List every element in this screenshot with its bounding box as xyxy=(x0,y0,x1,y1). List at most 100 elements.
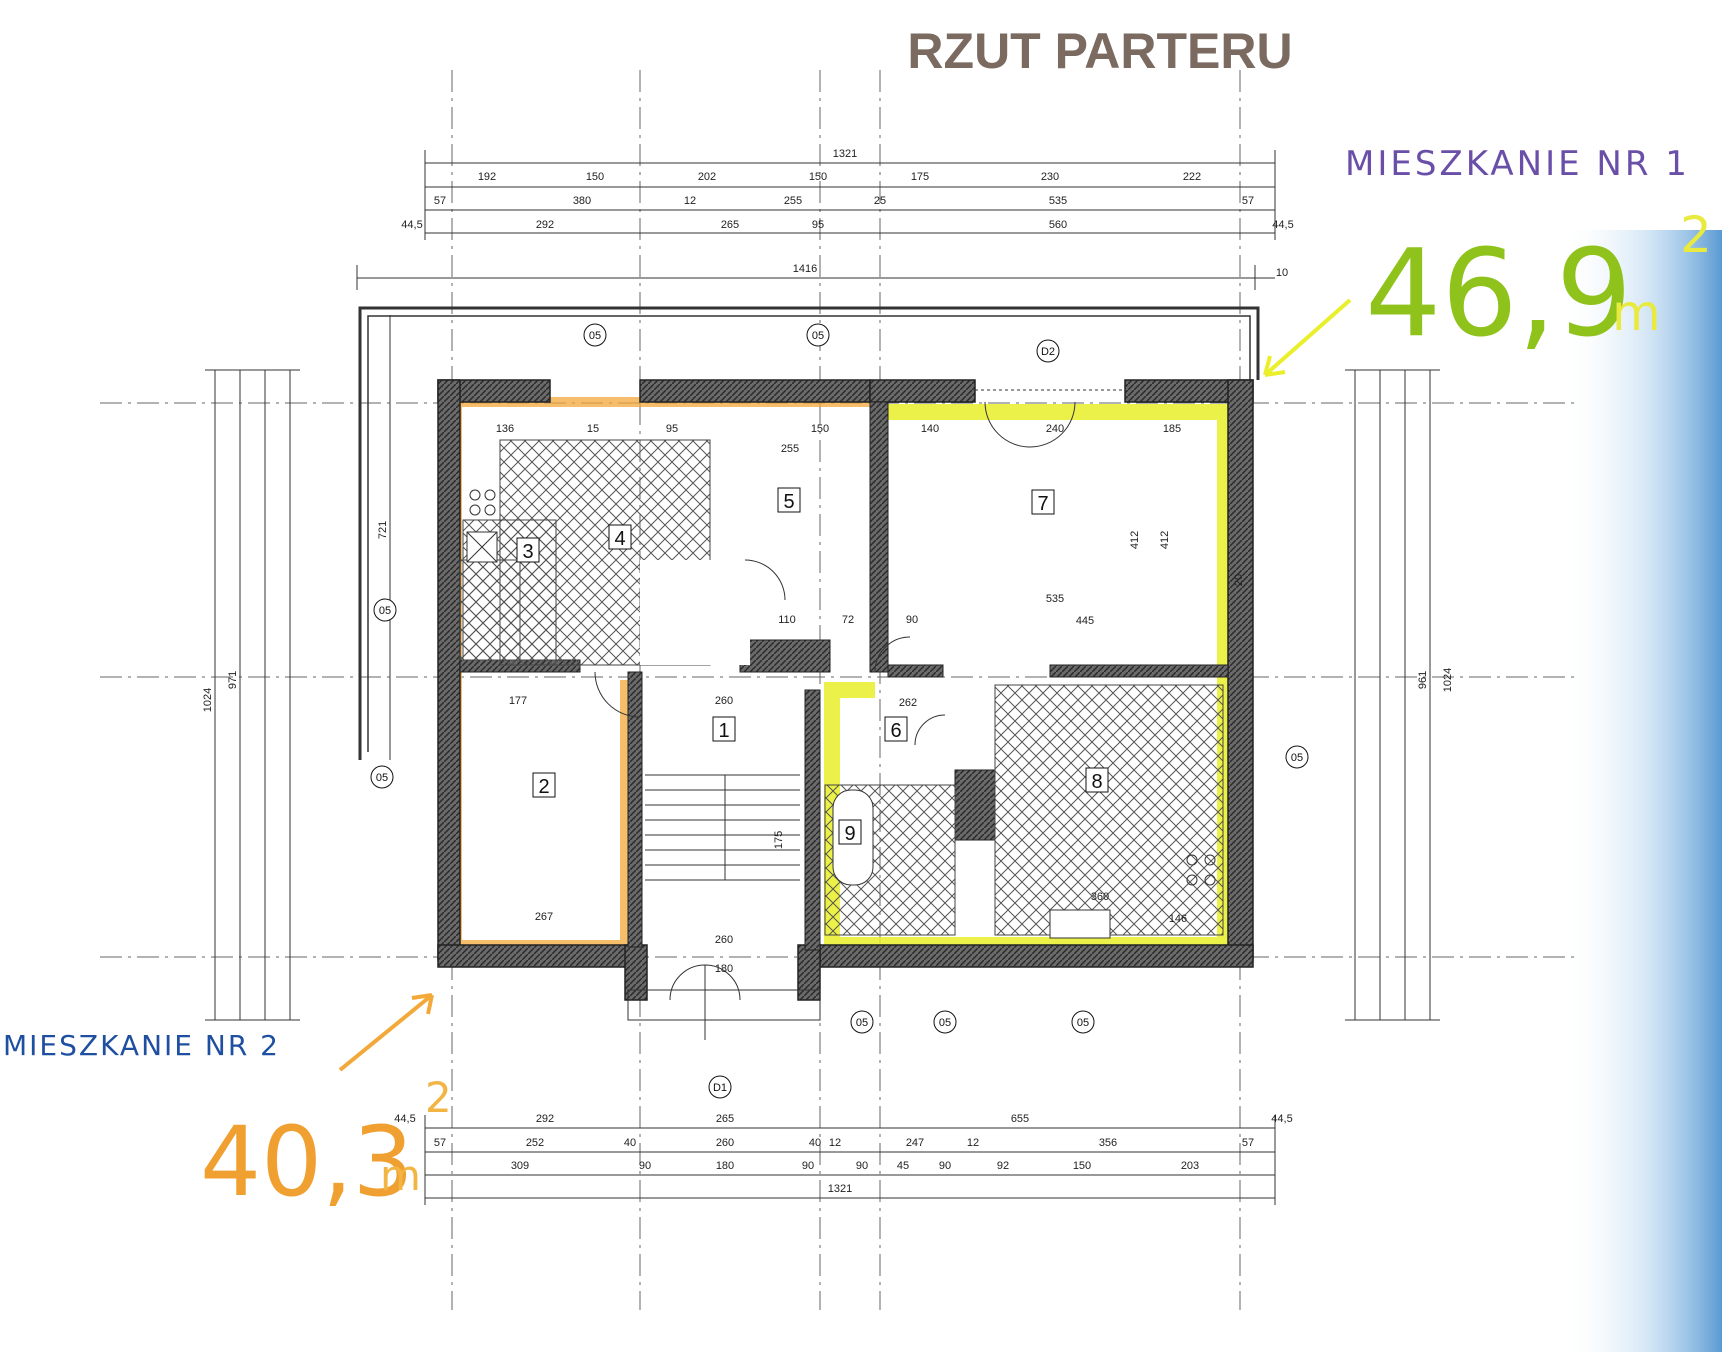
svg-text:445: 445 xyxy=(1076,615,1094,627)
apartment-2-area-value: 40,3 xyxy=(200,1106,414,1218)
room-label-2: 2 xyxy=(538,776,549,798)
room-label-9: 9 xyxy=(844,823,855,845)
svg-text:175: 175 xyxy=(911,171,929,183)
room-label-7: 7 xyxy=(1037,493,1048,515)
svg-text:05: 05 xyxy=(856,1017,868,1029)
svg-text:44,5: 44,5 xyxy=(394,1113,415,1125)
svg-text:44,5: 44,5 xyxy=(1271,1113,1292,1125)
svg-text:1024: 1024 xyxy=(202,688,214,712)
svg-text:1024: 1024 xyxy=(1442,668,1454,692)
dimension-texts-bottom: 44,5 292 265 655 44,5 57 252 40 260 40 1… xyxy=(394,1113,1292,1195)
svg-text:D2: D2 xyxy=(1041,346,1055,358)
apartment-2-label: MIESZKANIE NR 2 xyxy=(3,1029,280,1062)
svg-text:260: 260 xyxy=(716,1137,734,1149)
svg-text:90: 90 xyxy=(856,1160,868,1172)
apartment-1-label: MIESZKANIE NR 1 xyxy=(1345,144,1690,184)
svg-text:25: 25 xyxy=(874,195,886,207)
svg-text:95: 95 xyxy=(666,423,678,435)
dimension-lines-top xyxy=(356,150,1276,290)
svg-text:05: 05 xyxy=(379,605,391,617)
svg-text:12: 12 xyxy=(829,1137,841,1149)
svg-text:150: 150 xyxy=(811,423,829,435)
svg-text:150: 150 xyxy=(809,171,827,183)
apartment-2-area-unit: m xyxy=(380,1151,421,1200)
dimension-lines-sides xyxy=(205,315,1440,1021)
terrace-outline xyxy=(358,306,1260,760)
svg-text:150: 150 xyxy=(1073,1160,1091,1172)
svg-text:15: 15 xyxy=(587,423,599,435)
svg-text:180: 180 xyxy=(715,963,733,975)
svg-text:240: 240 xyxy=(1046,423,1064,435)
svg-text:560: 560 xyxy=(1049,219,1067,231)
svg-text:45: 45 xyxy=(897,1160,909,1172)
svg-text:961: 961 xyxy=(1417,671,1429,689)
svg-text:203: 203 xyxy=(1181,1160,1199,1172)
room-8-tiles xyxy=(994,684,1224,936)
svg-text:185: 185 xyxy=(1163,423,1181,435)
svg-text:380: 380 xyxy=(573,195,591,207)
svg-text:90: 90 xyxy=(906,614,918,626)
outer-walls xyxy=(437,379,1254,1001)
svg-text:44,5: 44,5 xyxy=(401,219,422,231)
svg-text:202: 202 xyxy=(698,171,716,183)
svg-text:57: 57 xyxy=(434,195,446,207)
svg-text:721: 721 xyxy=(377,521,389,539)
svg-text:90: 90 xyxy=(639,1160,651,1172)
svg-text:265: 265 xyxy=(716,1113,734,1125)
room-label-1: 1 xyxy=(718,720,729,742)
svg-text:40: 40 xyxy=(809,1137,821,1149)
room-labels: 1 2 3 4 5 6 7 8 9 xyxy=(516,487,1109,845)
dimension-texts-sides: 1024 971 721 1024 961 xyxy=(202,521,1454,712)
svg-text:05: 05 xyxy=(812,330,824,342)
svg-text:110: 110 xyxy=(778,614,796,626)
room-label-8: 8 xyxy=(1091,771,1102,793)
room-label-4: 4 xyxy=(614,528,625,550)
svg-text:292: 292 xyxy=(536,1113,554,1125)
svg-text:360: 360 xyxy=(1091,891,1109,903)
svg-text:260: 260 xyxy=(715,934,733,946)
svg-text:12: 12 xyxy=(967,1137,979,1149)
svg-text:247: 247 xyxy=(906,1137,924,1149)
svg-text:150: 150 xyxy=(586,171,604,183)
room-label-3: 3 xyxy=(522,541,533,563)
svg-text:05: 05 xyxy=(376,772,388,784)
apartment-1-area-unit: m xyxy=(1612,284,1661,342)
staircase xyxy=(645,774,800,881)
svg-text:356: 356 xyxy=(1099,1137,1117,1149)
doors xyxy=(594,401,1076,1040)
svg-text:40: 40 xyxy=(624,1137,636,1149)
svg-text:292: 292 xyxy=(536,219,554,231)
window-tag-texts: 05 05 05 05 05 05 05 05 D2 D1 xyxy=(376,330,1303,1094)
dimension-texts-top: 1321 192 150 202 150 175 230 222 57 380 … xyxy=(401,148,1293,279)
svg-text:267: 267 xyxy=(535,911,553,923)
svg-text:252: 252 xyxy=(526,1137,544,1149)
svg-text:971: 971 xyxy=(227,671,239,689)
svg-text:95: 95 xyxy=(812,219,824,231)
svg-text:1321: 1321 xyxy=(828,1183,852,1195)
svg-text:12: 12 xyxy=(684,195,696,207)
svg-text:535: 535 xyxy=(1049,195,1067,207)
svg-text:D1: D1 xyxy=(713,1082,727,1094)
svg-text:44,5: 44,5 xyxy=(1272,219,1293,231)
sink-fixture xyxy=(1049,909,1111,939)
svg-text:90: 90 xyxy=(939,1160,951,1172)
svg-text:05: 05 xyxy=(1077,1017,1089,1029)
apartment-1-area-value: 46,9 xyxy=(1365,225,1632,364)
svg-text:265: 265 xyxy=(721,219,739,231)
svg-text:57: 57 xyxy=(1242,195,1254,207)
svg-text:655: 655 xyxy=(1011,1113,1029,1125)
svg-text:192: 192 xyxy=(478,171,496,183)
svg-text:57: 57 xyxy=(434,1137,446,1149)
svg-text:222: 222 xyxy=(1183,171,1201,183)
svg-text:20: 20 xyxy=(1233,574,1245,586)
svg-text:180: 180 xyxy=(716,1160,734,1172)
svg-text:05: 05 xyxy=(939,1017,951,1029)
svg-text:260: 260 xyxy=(715,695,733,707)
svg-text:1321: 1321 xyxy=(833,148,857,160)
apartment-1-area-power: 2 xyxy=(1680,206,1712,264)
entrance-landing xyxy=(627,989,821,1021)
apartment-2-area-power: 2 xyxy=(425,1073,452,1122)
svg-text:177: 177 xyxy=(509,695,527,707)
page-title: RZUT PARTERU xyxy=(907,23,1292,79)
apartment-2-arrow xyxy=(338,993,434,1072)
